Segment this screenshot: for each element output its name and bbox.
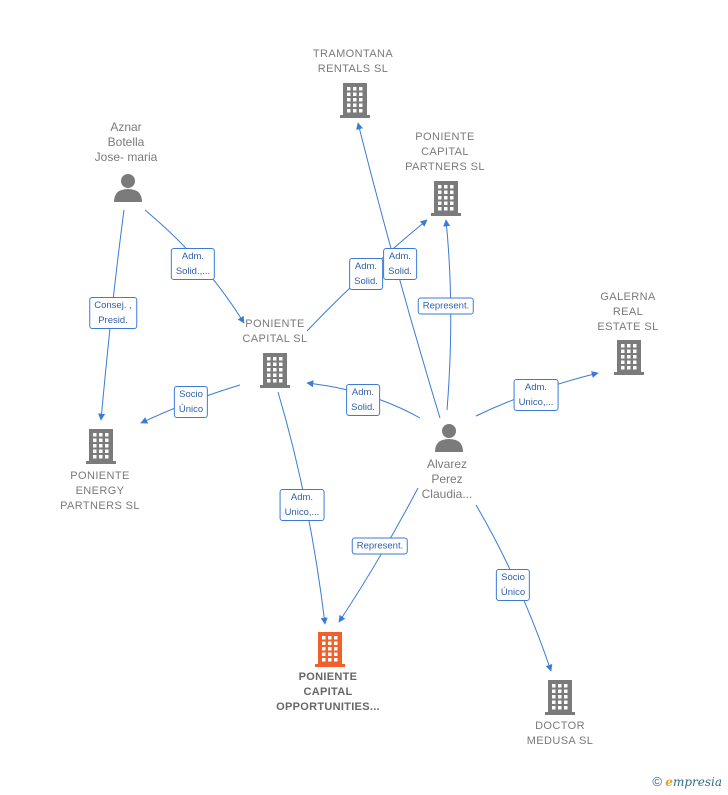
edge-label-aznar-to-poniente_capital[interactable]: Adm. Solid.,...	[170, 248, 216, 280]
node-label-aznar[interactable]: Aznar Botella Jose- maria	[94, 120, 158, 164]
edge-label-alvarez-to-galerna[interactable]: Adm. Unico,...	[513, 379, 559, 411]
node-label-poniente_energy[interactable]: PONIENTE ENERGY PARTNERS SL	[60, 470, 140, 512]
copyright-icon: ©	[652, 774, 662, 789]
person-icon-alvarez[interactable]	[435, 424, 463, 452]
edge-label-alvarez-to-tramontana[interactable]: Adm. Solid.	[383, 248, 417, 280]
edge-label-poniente_capital-to-poniente_capital_partners[interactable]: Adm. Solid.	[349, 258, 383, 290]
person-icon-aznar[interactable]	[114, 174, 142, 202]
building-icon-poniente_energy[interactable]	[86, 429, 116, 464]
node-label-poniente_capital_partners[interactable]: PONIENTE CAPITAL PARTNERS SL	[405, 131, 485, 173]
edge-alvarez-to-poniente_opportunities	[338, 487, 419, 623]
node-label-poniente_opportunities[interactable]: PONIENTE CAPITAL OPPORTUNITIES...	[276, 671, 380, 713]
edge-label-poniente_capital-to-poniente_energy[interactable]: Socio Único	[173, 386, 209, 418]
edge-alvarez-to-poniente_capital_partners	[443, 219, 452, 411]
edge-label-alvarez-to-poniente_opportunities[interactable]: Represent.	[351, 537, 409, 555]
edge-label-aznar-to-poniente_energy[interactable]: Consej. , Presid.	[89, 297, 137, 329]
footer-brand: © empresia	[652, 774, 722, 789]
brand-logo: empresia	[665, 775, 722, 789]
edge-label-poniente_capital-to-poniente_opportunities[interactable]: Adm. Unico,...	[279, 489, 325, 521]
edge-label-alvarez-to-poniente_capital[interactable]: Adm. Solid.	[346, 384, 380, 416]
building-icon-doctor_medusa[interactable]	[545, 680, 575, 715]
node-label-galerna[interactable]: GALERNA REAL ESTATE SL	[597, 291, 659, 333]
building-icon-tramontana[interactable]	[340, 83, 370, 118]
node-label-tramontana[interactable]: TRAMONTANA RENTALS SL	[312, 48, 394, 75]
building-icon-galerna[interactable]	[614, 340, 644, 375]
building-icon-poniente_opportunities[interactable]	[315, 632, 345, 667]
building-icon-poniente_capital[interactable]	[260, 353, 290, 388]
building-icon-poniente_capital_partners[interactable]	[431, 181, 461, 216]
edge-label-alvarez-to-poniente_capital_partners[interactable]: Represent.	[417, 297, 475, 315]
node-label-alvarez[interactable]: Alvarez Perez Claudia...	[421, 457, 473, 501]
node-label-poniente_capital[interactable]: PONIENTE CAPITAL SL	[242, 318, 308, 345]
node-label-doctor_medusa[interactable]: DOCTOR MEDUSA SL	[526, 720, 594, 747]
edge-label-alvarez-to-doctor_medusa[interactable]: Socio Único	[495, 569, 531, 601]
